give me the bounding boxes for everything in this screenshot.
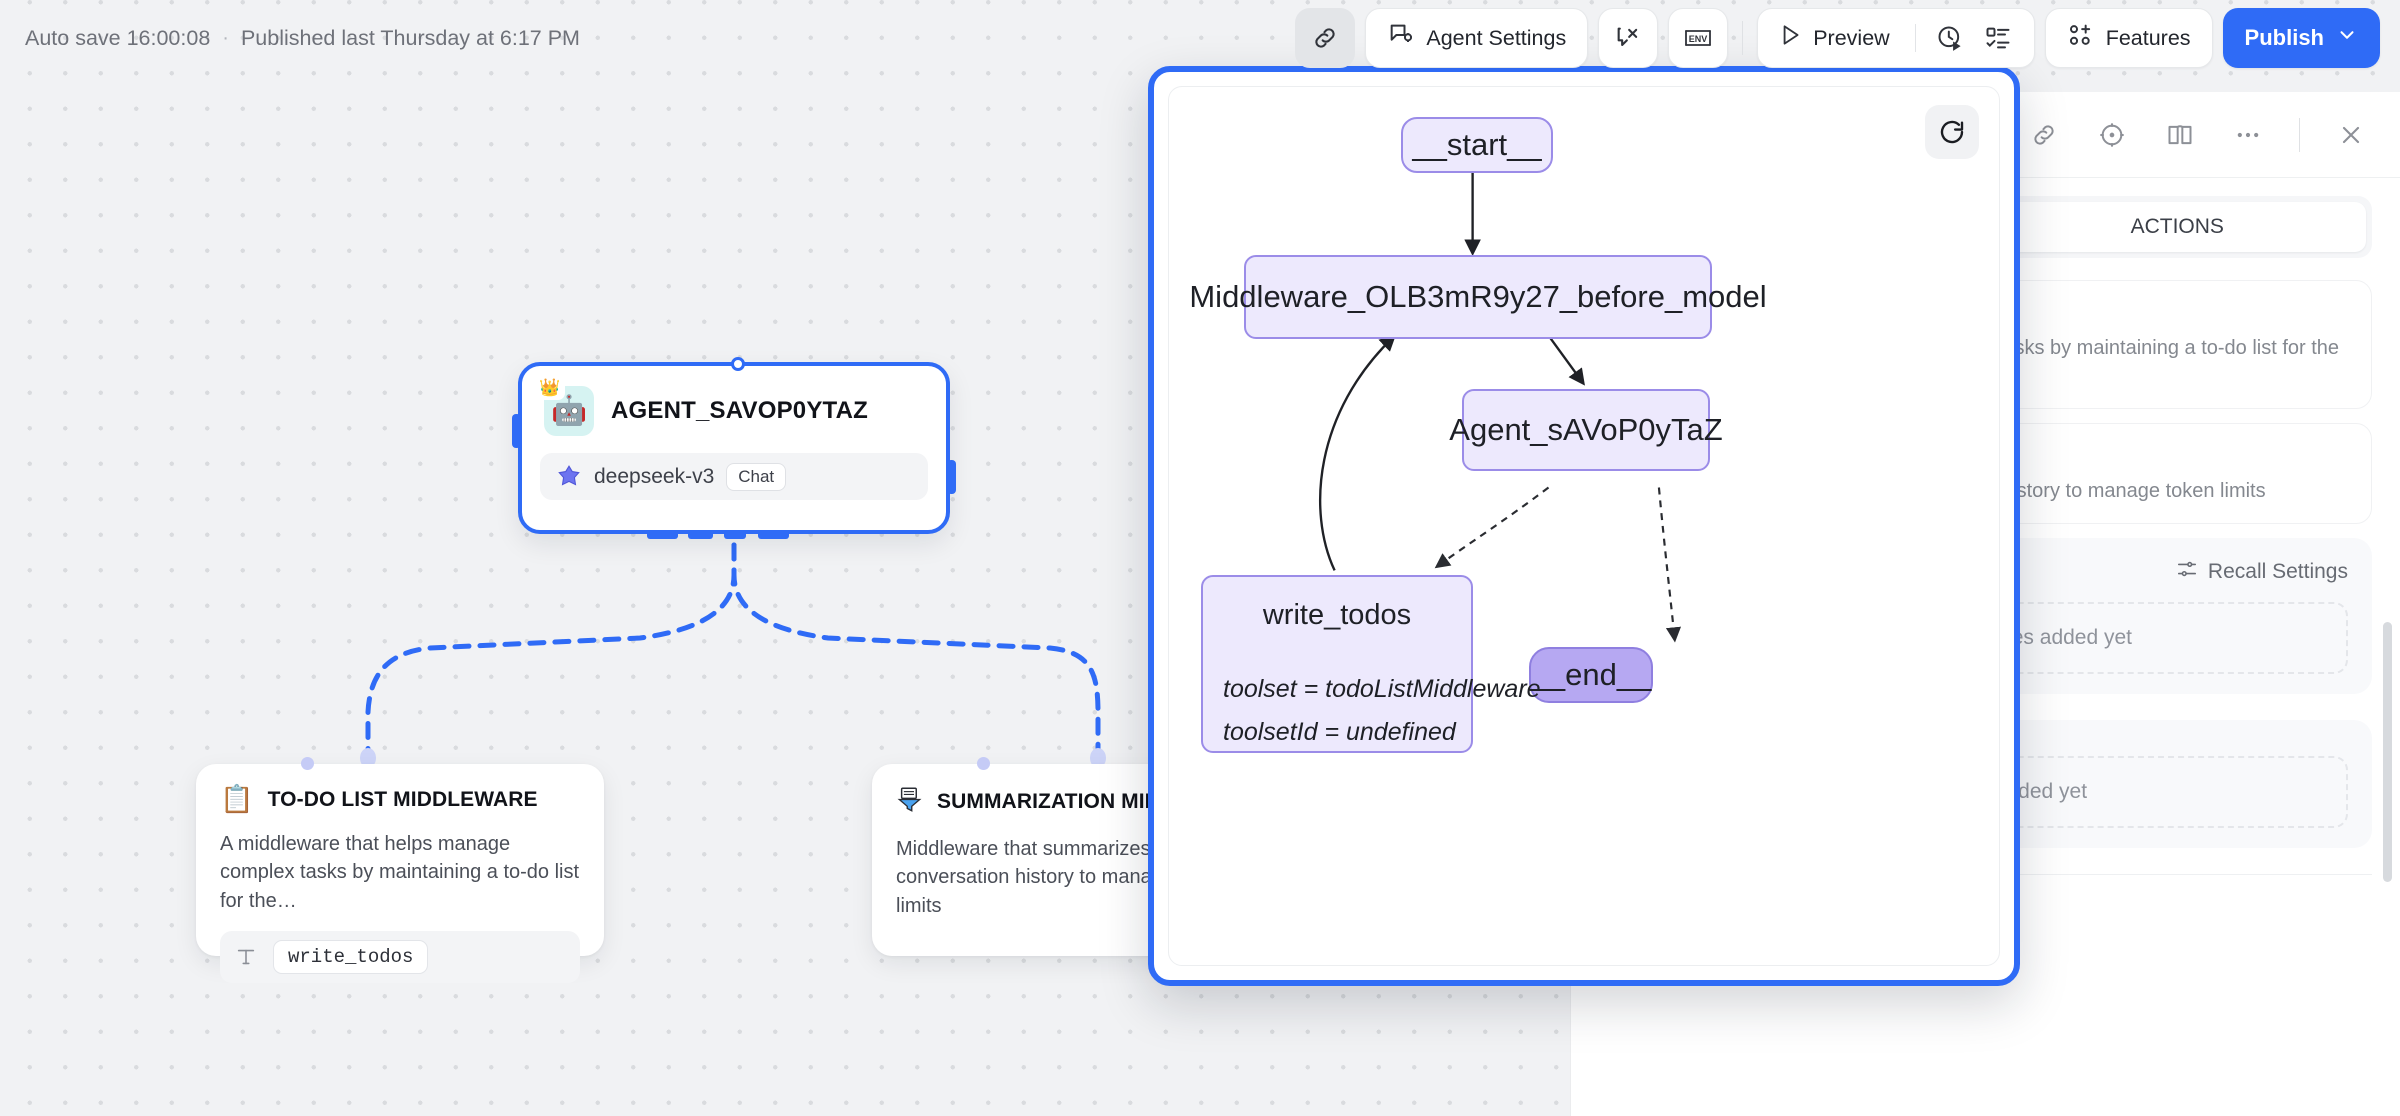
graph-canvas[interactable]: __start__ Middleware_OLB3mR9y27_before_m…: [1168, 86, 2000, 966]
deepseek-logo-icon: [555, 463, 582, 490]
status-separator: ·: [222, 27, 229, 49]
agent-model-row[interactable]: deepseek-v3 Chat: [540, 453, 928, 500]
chevron-down-icon[interactable]: [2336, 24, 2358, 52]
middleware-card-title: TO-DO LIST MIDDLEWARE: [267, 787, 538, 811]
agent-settings-button[interactable]: Agent Settings: [1365, 8, 1589, 68]
node-handle-left[interactable]: [512, 414, 521, 448]
robot-icon: 🤖: [550, 395, 588, 427]
agent-node[interactable]: 🤖 👑 AGENT_SAVOP0YTAZ deepseek-v3 Chat: [512, 357, 956, 539]
card-handle-top[interactable]: [301, 757, 314, 770]
node-handle-bottom-2[interactable]: [688, 531, 713, 539]
published-text: Published last Thursday at 6:17 PM: [240, 26, 580, 50]
graph-node-start: __start__: [1401, 117, 1553, 173]
agent-avatar: 🤖 👑: [535, 374, 594, 436]
agent-node-header: 🤖 👑 AGENT_SAVOP0YTAZ: [522, 366, 946, 436]
tool-pill[interactable]: write_todos: [273, 940, 429, 975]
node-handle-bottom-3[interactable]: [724, 531, 746, 539]
publish-label: Publish: [2244, 25, 2324, 50]
target-icon[interactable]: [2091, 114, 2133, 156]
recall-settings-button[interactable]: Recall Settings: [1623, 558, 2348, 586]
toolbar-divider: [2299, 117, 2300, 152]
play-icon: [1777, 22, 1803, 54]
autosave-text: Auto save 16:00:08: [25, 26, 211, 50]
agent-node-title: AGENT_SAVOP0YTAZ: [611, 397, 869, 424]
link-icon[interactable]: [2023, 114, 2065, 156]
card-handle-top[interactable]: [977, 757, 990, 770]
graph-node-middleware: Middleware_OLB3mR9y27_before_model: [1189, 255, 1767, 339]
agent-model-badge: Chat: [726, 462, 787, 491]
graph-node-write-todos: write_todos toolset = todoListMiddleware…: [1201, 575, 1541, 753]
graph-node-label: Middleware_OLB3mR9y27_before_model: [1189, 279, 1767, 314]
graph-node-label: Agent_sAVoP0yTaZ: [1449, 412, 1723, 447]
node-handle-bottom-1[interactable]: [647, 531, 678, 539]
preview-label: Preview: [1813, 25, 1890, 50]
graph-tool-attr: toolset = todoListMiddleware: [1223, 675, 1541, 703]
clipboard-icon: 📋: [220, 784, 254, 814]
checklist-icon[interactable]: [1976, 16, 2020, 60]
middleware-card-description: Middleware that summarizes conversation …: [896, 838, 1229, 917]
node-handle-right[interactable]: [947, 460, 956, 494]
node-handle-top[interactable]: [731, 357, 745, 371]
filter-icon: [896, 786, 923, 818]
close-icon[interactable]: [2330, 114, 2372, 156]
clear-chat-button[interactable]: [1598, 8, 1659, 68]
publish-button[interactable]: Publish: [2222, 8, 2380, 68]
preview-button[interactable]: Preview: [1777, 16, 1902, 60]
clock-play-icon[interactable]: [1928, 16, 1972, 60]
preview-group: Preview: [1757, 8, 2035, 68]
graph-node-label: __start__: [1412, 127, 1542, 162]
graph-tool-attr: toolsetId = undefined: [1223, 718, 1456, 746]
graph-node-end: __end__: [1529, 647, 1653, 703]
more-icon[interactable]: [2227, 114, 2269, 156]
nodes-plus-icon: [2067, 21, 2095, 55]
tab-actions[interactable]: ACTIONS: [1988, 202, 2366, 252]
graph-edges: [1319, 169, 1682, 643]
panel-scrollbar[interactable]: [2383, 622, 2392, 882]
topbar-divider: [1742, 21, 1744, 55]
graph-node-agent: Agent_sAVoP0yTaZ: [1449, 389, 1723, 471]
env-button[interactable]: ENV: [1668, 8, 1729, 68]
chat-gear-icon: [1387, 21, 1415, 55]
refresh-icon[interactable]: [1925, 105, 1979, 159]
sliders-icon: [2176, 558, 2198, 586]
recall-settings-label: Recall Settings: [2207, 560, 2348, 583]
group-divider: [1914, 24, 1916, 52]
middleware-card-tools[interactable]: write_todos: [220, 931, 580, 984]
features-button[interactable]: Features: [2044, 8, 2213, 68]
crown-icon: 👑: [535, 374, 565, 400]
graph-node-label: __end__: [1530, 657, 1652, 692]
middleware-card-header: 📋 TO-DO LIST MIDDLEWARE: [220, 786, 580, 813]
link-button[interactable]: [1295, 8, 1356, 68]
save-status: Auto save 16:00:08 · Published last Thur…: [25, 26, 580, 51]
middleware-card-todo[interactable]: 📋 TO-DO LIST MIDDLEWARE A middleware tha…: [196, 757, 604, 984]
middleware-card-description: A middleware that helps manage complex t…: [220, 833, 580, 912]
graph-tool-title: write_todos: [1262, 599, 1412, 631]
agent-model-name: deepseek-v3: [594, 464, 715, 488]
features-label: Features: [2105, 25, 2191, 50]
top-bar: Auto save 16:00:08 · Published last Thur…: [0, 0, 2400, 79]
book-icon[interactable]: [2159, 114, 2201, 156]
graph-preview-dialog[interactable]: __start__ Middleware_OLB3mR9y27_before_m…: [1148, 66, 2020, 986]
tool-hammer-icon: [233, 944, 259, 970]
node-handle-bottom-4[interactable]: [758, 531, 789, 539]
agent-settings-label: Agent Settings: [1426, 25, 1567, 50]
top-bar-actions: Agent Settings ENV Previe: [1295, 8, 2380, 68]
svg-text:ENV: ENV: [1689, 34, 1708, 44]
